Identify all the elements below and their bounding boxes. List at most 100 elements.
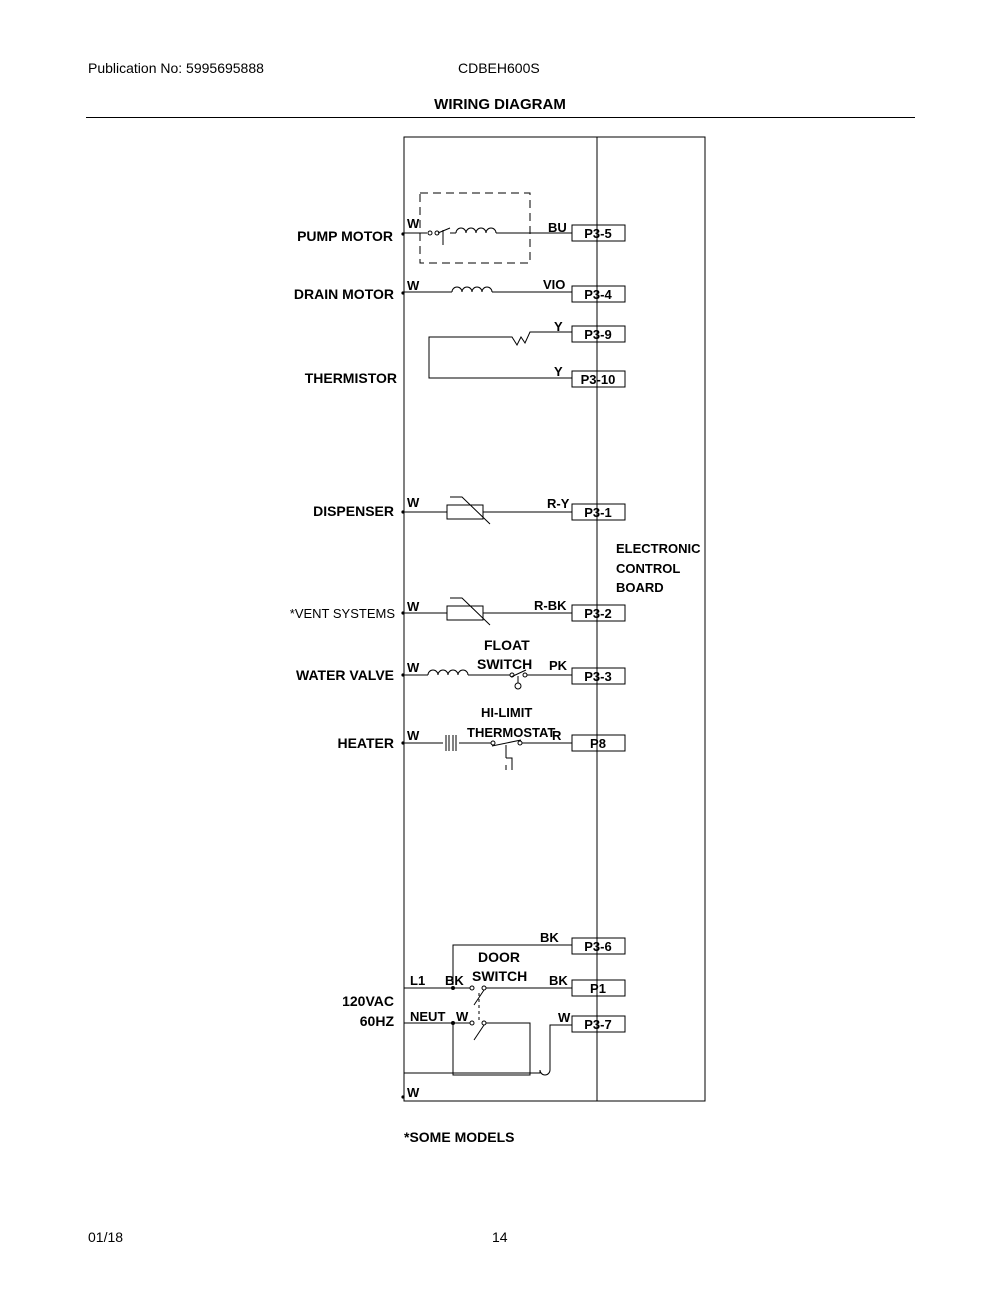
label-dispenser: DISPENSER [313, 503, 394, 519]
wire-y: Y [554, 364, 563, 379]
pin-p3-10: P3-10 [581, 372, 616, 387]
pin-box-p3-9 [571, 325, 626, 343]
label-vent-systems: *VENT SYSTEMS [290, 606, 396, 621]
thermistor-loop [428, 331, 572, 379]
float-switch-lever [510, 669, 527, 683]
pin-p3-9: P3-9 [584, 327, 611, 342]
wire-w: W [407, 1085, 420, 1100]
vent-resistor-arrow [450, 597, 491, 626]
pin-p8: P8 [590, 736, 606, 751]
terminal-dot [401, 741, 405, 745]
wire-bk: BK [445, 973, 464, 988]
pin-box-p3-1 [571, 503, 626, 521]
pump-motor-enclosure [419, 192, 531, 264]
label-door: DOOR [478, 949, 520, 965]
wire-w: W [407, 660, 420, 675]
door-switch-contact [481, 985, 487, 991]
dispenser-actuator [446, 504, 484, 520]
terminal-dot [401, 232, 405, 236]
neut-return-loop [452, 1022, 531, 1076]
neut-return-w-wire [404, 1024, 572, 1076]
terminal-dot [401, 611, 405, 615]
terminal-dot [401, 510, 405, 514]
hi-limit-contact [517, 740, 523, 746]
pin-box-p1 [571, 979, 626, 997]
wire-w: W [407, 728, 420, 743]
pump-motor-wire [404, 227, 456, 234]
hi-limit-thermostat-symbol [491, 739, 522, 770]
door-switch-contact [481, 1020, 487, 1026]
pump-switch-contact [434, 230, 440, 236]
terminal-dot [401, 1095, 405, 1099]
wire-w: W [407, 495, 420, 510]
model-number: CDBEH600S [458, 60, 540, 76]
float-switch-float [514, 682, 522, 690]
label-door-switch: SWITCH [472, 968, 527, 984]
label-drain-motor: DRAIN MOTOR [294, 286, 394, 302]
pin-p3-1: P3-1 [584, 505, 611, 520]
pin-box-p8 [571, 734, 626, 752]
pin-p3-4: P3-4 [584, 287, 612, 302]
pin-box-p3-2 [571, 604, 626, 622]
wire-r: R [552, 728, 562, 743]
door-switch-line-2 [473, 1024, 485, 1041]
pin-box-p3-5 [571, 224, 626, 242]
label-some-models: *SOME MODELS [404, 1129, 514, 1145]
label-control: CONTROL [616, 561, 680, 576]
pin-box-p3-4 [571, 285, 626, 303]
pin-box-p3-6 [571, 937, 626, 955]
header-rule [86, 117, 915, 118]
publication-number: Publication No: 5995695888 [88, 60, 264, 76]
door-switch-bk-wire-top [452, 944, 572, 985]
wire-l1: L1 [410, 973, 425, 988]
page-title: WIRING DIAGRAM [434, 96, 566, 113]
label-board: BOARD [616, 580, 664, 595]
wire-neut: NEUT [410, 1009, 445, 1024]
footer-date: 01/18 [88, 1229, 124, 1245]
label-hi-limit: HI-LIMIT [481, 705, 532, 720]
label-thermistor: THERMISTOR [305, 370, 397, 386]
pin-box-p3-3 [571, 667, 626, 685]
door-switch-contact [469, 985, 475, 991]
pin-box-p3-10 [571, 370, 626, 388]
water-valve-coil [427, 669, 469, 676]
pin-box-p3-7 [571, 1015, 626, 1033]
junction-dot [451, 986, 455, 990]
wire-vio: VIO [543, 277, 565, 292]
wire-w: W [456, 1009, 469, 1024]
door-switch-contact [469, 1020, 475, 1026]
label-pump-motor: PUMP MOTOR [297, 228, 393, 244]
heater-element [404, 735, 491, 751]
wire-r-y: R-Y [547, 496, 570, 511]
door-switch-line-1 [473, 987, 572, 1006]
junction-dot [451, 1021, 455, 1025]
label-float-switch: SWITCH [477, 656, 532, 672]
page-number: 14 [492, 1229, 508, 1245]
wire-bk: BK [549, 973, 568, 988]
float-switch-contact [522, 672, 528, 678]
drain-motor-coil [451, 286, 493, 293]
label-heater: HEATER [337, 735, 394, 751]
wire-r-bk: R-BK [534, 598, 567, 613]
label-60hz: 60HZ [360, 1013, 395, 1029]
pump-motor-coil [455, 227, 497, 234]
wire-w: W [407, 278, 420, 293]
label-electronic: ELECTRONIC [616, 541, 701, 556]
wire-y: Y [554, 319, 563, 334]
wire-w: W [407, 216, 420, 231]
label-120vac: 120VAC [342, 993, 394, 1009]
pin-p3-6: P3-6 [584, 939, 611, 954]
wire-w: W [407, 599, 420, 614]
label-float: FLOAT [484, 637, 530, 653]
terminal-dot [401, 291, 405, 295]
hi-limit-contact [490, 740, 496, 746]
wire-w: W [558, 1010, 571, 1025]
diagram-frame [403, 136, 706, 1102]
pin-p3-3: P3-3 [584, 669, 611, 684]
wire-pk: PK [549, 658, 568, 673]
pin-p1: P1 [590, 981, 606, 996]
dispenser-resistor-arrow [450, 496, 491, 525]
pump-switch-contact [427, 230, 433, 236]
pin-p3-7: P3-7 [584, 1017, 611, 1032]
